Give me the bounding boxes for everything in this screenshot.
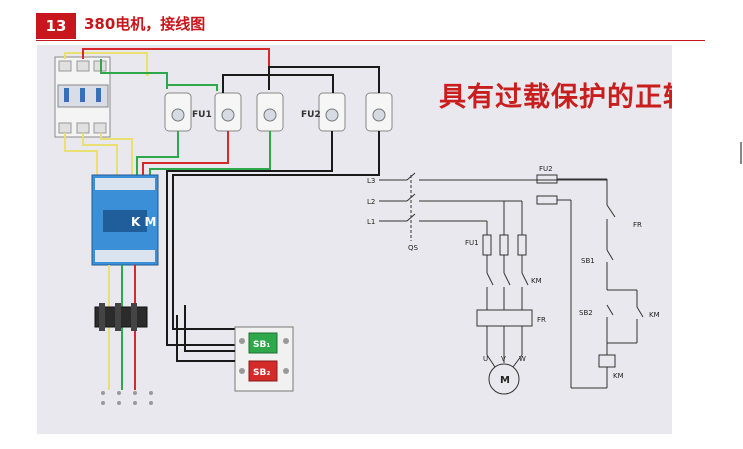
sb1-label: SB₁ [253, 340, 270, 350]
schematic-labels: L3 L2 L1 QS FU1 FU2 KM FR FR SB1 SB2 KM … [367, 165, 660, 386]
fuse-2 [214, 92, 242, 132]
label-u: U [483, 355, 488, 363]
label-w: W [519, 355, 526, 363]
label-l3: L3 [367, 177, 375, 185]
label-qs: QS [408, 244, 419, 252]
fuse-5 [365, 92, 393, 132]
button-box-wires [176, 305, 235, 362]
section-number-badge: 13 [36, 13, 76, 39]
label-fu1-schematic: FU1 [465, 239, 479, 247]
motor-terminals [101, 391, 153, 405]
fuse-4 [318, 92, 346, 132]
label-sb2: SB2 [579, 309, 593, 317]
wiring-diagram-svg: FU1 FU2 K M [54, 48, 660, 405]
sb2-label: SB₂ [253, 368, 270, 378]
km-label: K M [131, 215, 156, 229]
label-motor: M [500, 375, 510, 386]
label-fu2-schematic: FU2 [539, 165, 553, 173]
breaker-to-contactor-wires [64, 131, 380, 346]
overload-relay [94, 303, 148, 331]
control-wires-top [222, 66, 380, 93]
label-fr-ctrl: FR [633, 221, 642, 229]
label-km-main: KM [531, 277, 542, 285]
contactor-km [91, 174, 159, 266]
fuse-3 [256, 92, 284, 132]
fuse-row [164, 92, 393, 132]
fuse-1 [164, 92, 192, 132]
diagram-heading: 具有过载保护的正转控制 [439, 82, 672, 113]
article-header: 13 380电机，接线图 [36, 9, 705, 41]
fu2-label: FU2 [301, 110, 321, 120]
wiring-diagram-image: FU1 FU2 K M [37, 45, 672, 434]
label-km-coil: KM [613, 372, 624, 380]
button-box [234, 326, 294, 392]
label-fr-main: FR [537, 316, 546, 324]
label-l1: L1 [367, 218, 375, 226]
scroll-marker [740, 142, 742, 164]
label-km-aux: KM [649, 311, 660, 319]
label-sb1: SB1 [581, 257, 595, 265]
schematic [379, 172, 644, 395]
section-title: 380电机，接线图 [84, 15, 206, 33]
label-l2: L2 [367, 198, 375, 206]
fu1-label: FU1 [192, 110, 212, 120]
label-v: V [501, 355, 506, 363]
header-divider [36, 40, 705, 41]
